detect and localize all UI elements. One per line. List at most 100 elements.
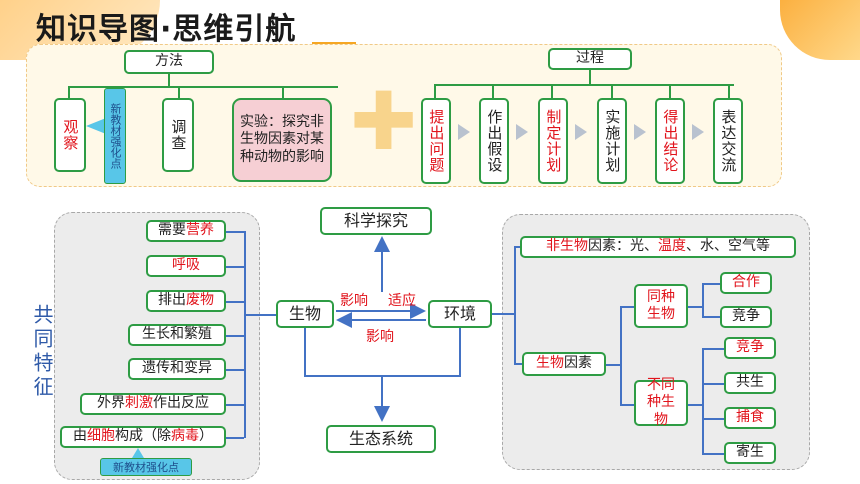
observe-text: 观 <box>61 119 80 135</box>
connector <box>226 266 244 268</box>
trait-excretion: 排出废物 <box>146 290 226 312</box>
factor-text: 、水、空气等 <box>686 238 770 255</box>
connector <box>514 363 522 365</box>
connector <box>728 84 730 98</box>
experiment-box: 实验：探究非生物因素对某种动物的影响 <box>232 98 332 182</box>
common-traits-label: 共同特征 <box>30 304 54 400</box>
connector <box>702 348 724 350</box>
trait-text: 构成（除 <box>115 428 171 445</box>
arrow-icon <box>516 124 528 140</box>
trait-cell: 由细胞构成（除病毒） <box>60 426 226 448</box>
method-heading: 方法 <box>124 50 214 74</box>
connector <box>244 231 246 438</box>
step-ask-question: 提出问题 <box>421 98 451 184</box>
relation-cooperation: 合作 <box>720 272 772 294</box>
abiotic-factors-box: 非生物因素：光、温度、水、空气等 <box>520 236 796 258</box>
relation-competition: 竞争 <box>720 306 772 328</box>
connector <box>168 74 170 86</box>
biotic-factors-box: 生物因素 <box>522 352 606 376</box>
science-inquiry-box: 科学探究 <box>320 207 432 235</box>
note-pointer <box>86 118 106 134</box>
connector <box>492 84 494 98</box>
connector <box>611 84 613 98</box>
step-plan: 制定计划 <box>538 98 568 184</box>
factor-text: 因素：光、 <box>588 238 658 255</box>
step-communicate: 表达交流 <box>713 98 743 184</box>
trait-text: ） <box>199 428 213 445</box>
connector <box>68 86 338 88</box>
trait-highlight: 病毒 <box>171 428 199 445</box>
environment-box: 环境 <box>428 300 492 328</box>
connector <box>702 316 720 318</box>
step-hypothesis: 作出假设 <box>479 98 509 184</box>
connector <box>178 86 180 98</box>
connector <box>606 364 620 366</box>
arrow-icon <box>458 124 470 140</box>
connector <box>68 86 70 98</box>
relation-parasitism: 寄生 <box>724 442 776 464</box>
step-implement: 实施计划 <box>597 98 627 184</box>
connector <box>226 369 244 371</box>
organism-box: 生物 <box>276 300 334 328</box>
survey-box: 调查 <box>162 98 194 172</box>
title-underline <box>312 42 356 45</box>
factor-text: 因素 <box>564 355 592 372</box>
trait-highlight: 刺激 <box>125 395 153 412</box>
connector <box>620 404 634 406</box>
connector <box>702 348 704 454</box>
trait-respiration: 呼吸 <box>146 255 226 277</box>
trait-growth: 生长和繁殖 <box>128 324 226 346</box>
connector <box>688 306 702 308</box>
relation-symbiosis: 共生 <box>724 372 776 394</box>
arrow-icon <box>634 124 646 140</box>
connector <box>589 70 591 84</box>
trait-response: 外界刺激作出反应 <box>80 393 226 415</box>
trait-highlight: 呼吸 <box>172 257 200 274</box>
trait-heredity: 遗传和变异 <box>128 358 226 380</box>
connector <box>226 231 244 233</box>
connector <box>492 313 514 315</box>
connector <box>702 453 724 455</box>
step-conclusion: 得出结论 <box>655 98 685 184</box>
note-pointer <box>132 448 144 458</box>
factor-highlight: 生物 <box>536 355 564 372</box>
same-species-box: 同种生物 <box>634 284 688 328</box>
trait-text: 需要 <box>158 222 186 239</box>
connector <box>514 246 516 364</box>
arrow-icon <box>575 124 587 140</box>
connector <box>702 418 724 420</box>
observe-box: 观察 <box>54 98 86 172</box>
trait-text: 外界 <box>97 395 125 412</box>
influence-label: 影响 <box>366 329 394 345</box>
trait-text: 排出 <box>158 292 186 309</box>
connector <box>226 437 244 439</box>
new-note-badge: 新教材强化点 <box>100 458 192 476</box>
influence-label: 影响 <box>340 293 368 309</box>
process-heading: 过程 <box>548 48 632 70</box>
connector <box>514 246 520 248</box>
plus-icon: ✚ <box>350 75 418 168</box>
connector <box>282 86 284 98</box>
connector <box>620 306 622 406</box>
connector <box>226 301 244 303</box>
ecosystem-box: 生态系统 <box>326 425 436 453</box>
arrow-icon <box>692 124 704 140</box>
connector <box>551 84 553 98</box>
connector <box>620 306 634 308</box>
connector <box>244 314 276 316</box>
connector <box>702 283 704 317</box>
adapt-label: 适应 <box>388 293 416 309</box>
trait-highlight: 营养 <box>186 222 214 239</box>
factor-highlight: 温度 <box>658 238 686 255</box>
connector <box>434 84 734 86</box>
connector <box>434 84 436 98</box>
diff-species-box: 不同种生物 <box>634 377 688 428</box>
trait-text: 由 <box>73 428 87 445</box>
connector <box>702 383 724 385</box>
trait-nutrition: 需要营养 <box>146 220 226 242</box>
page-title: 知识导图·思维引航 <box>36 12 297 47</box>
relation-competition: 竞争 <box>724 337 776 359</box>
trait-highlight: 细胞 <box>87 428 115 445</box>
connector <box>688 404 702 406</box>
